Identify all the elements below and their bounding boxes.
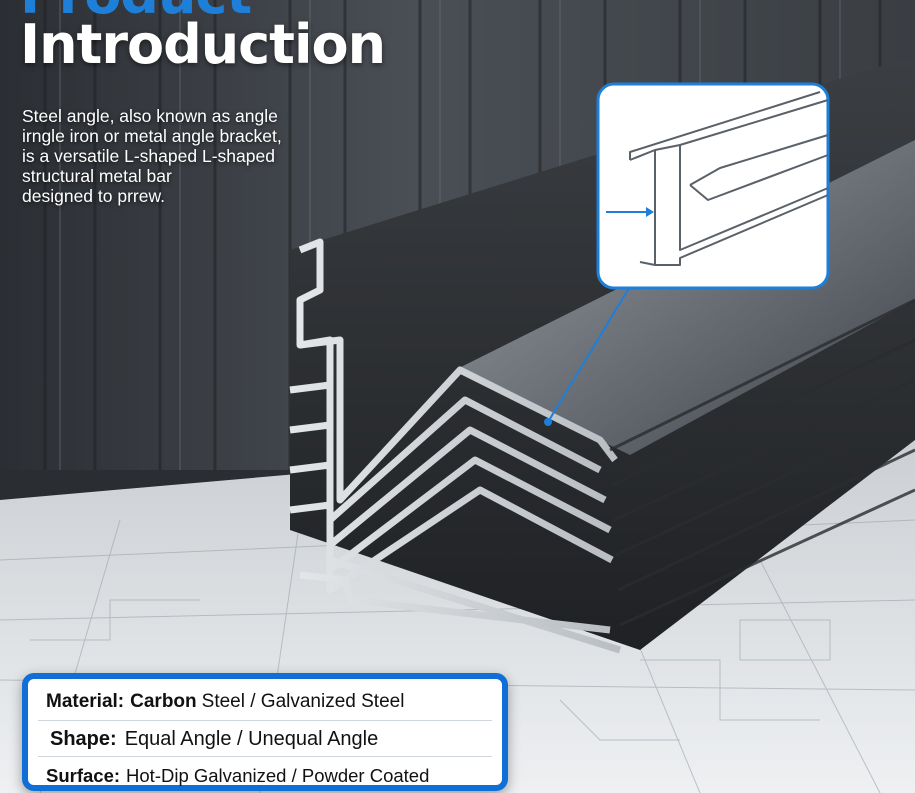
spec-row-material: Material: Carbon Steel / Galvanized Stee… xyxy=(46,685,488,718)
spec-label-material: Material: xyxy=(46,690,125,712)
callout-dot xyxy=(544,418,552,426)
title-line-introduction: Introduction xyxy=(20,12,386,76)
spec-row-surface: Surface: Hot-Dip Galvanized / Powder Coa… xyxy=(46,759,488,792)
callout-line xyxy=(547,269,641,423)
spec-value-material: Steel / Galvanized Steel xyxy=(201,690,405,712)
spec-value-surface: Hot-Dip Galvanized / Powder Coated xyxy=(126,764,430,786)
page-title: Product Introduction xyxy=(20,0,386,76)
title-line-product: Product xyxy=(20,0,385,21)
spec-divider xyxy=(38,720,492,721)
intro-line-3: is a versatile L-shaped L-shaped xyxy=(22,146,275,166)
spec-value-material-strong: Carbon xyxy=(130,690,197,712)
intro-line-5: designed to prrew. xyxy=(22,186,166,206)
spec-card: Material: Carbon Steel / Galvanized Stee… xyxy=(22,673,508,791)
spec-label-surface: Surface: xyxy=(46,764,121,786)
intro-line-2: irngle iron or metal angle bracket, xyxy=(22,126,282,146)
spec-value-shape: Equal Angle / Unequal Angle xyxy=(124,728,379,750)
spec-divider xyxy=(38,756,492,757)
intro-line-4: structural metal bar xyxy=(22,166,172,186)
spec-label-shape: Shape: xyxy=(50,728,117,750)
spec-row-shape: Shape: Equal Angle / Unequal Angle xyxy=(50,723,488,756)
intro-line-1: Steel angle, also known as angle xyxy=(22,106,278,126)
cross-section-detail-icon xyxy=(596,82,830,290)
intro-description: Steel angle, also known as angle irngle … xyxy=(22,106,362,206)
